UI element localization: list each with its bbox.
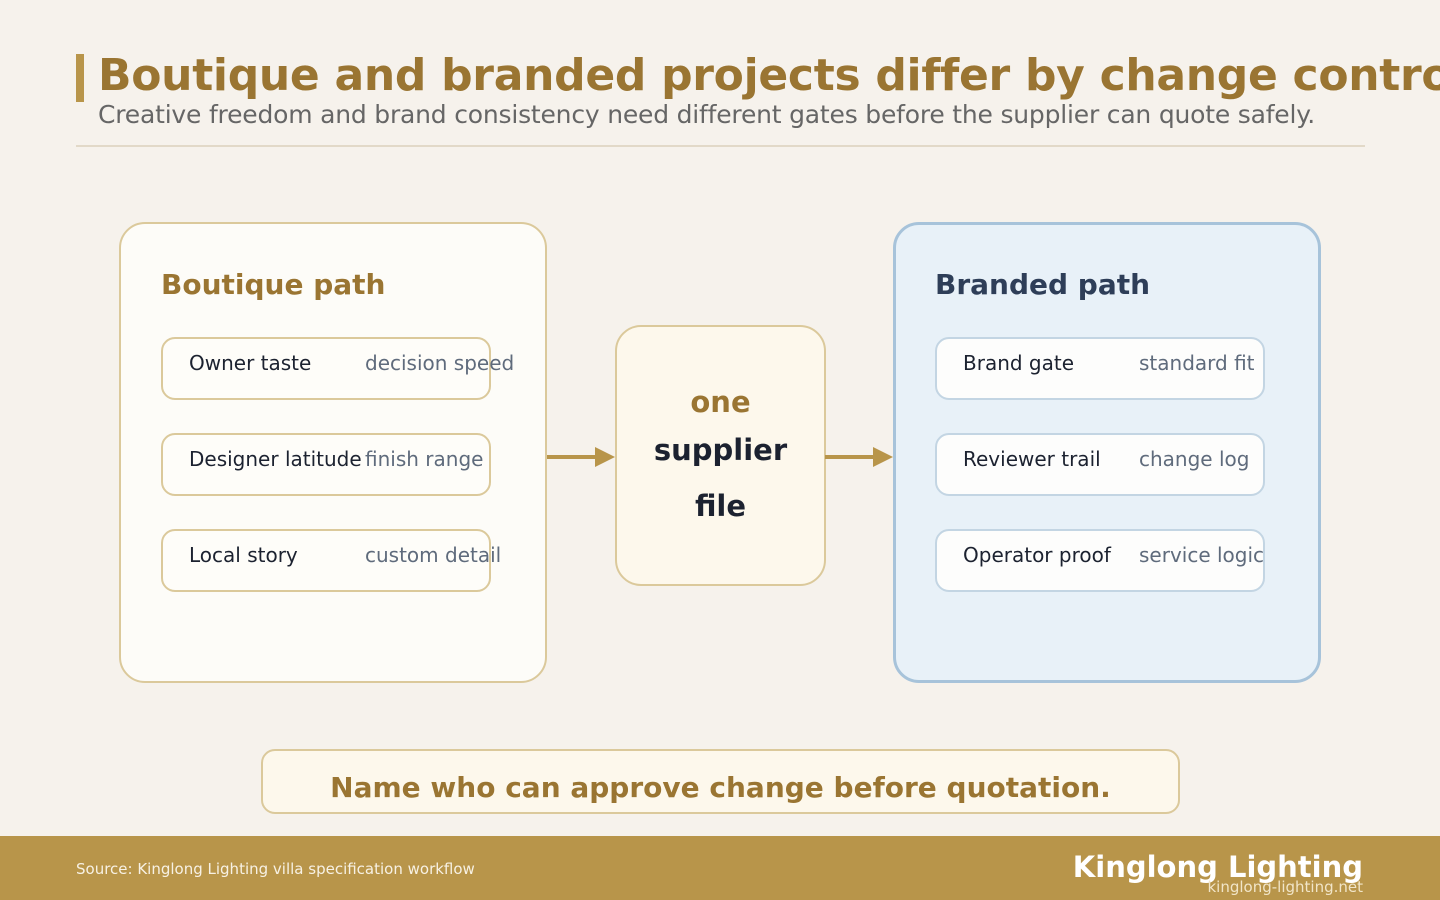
- brand-url: kinglong-lighting.net: [1207, 878, 1364, 896]
- boutique-row-local-story: Local story custom detail: [161, 529, 501, 592]
- page-title: Boutique and branded projects differ by …: [98, 50, 1440, 101]
- boutique-row-designer-latitude: Designer latitude finish range: [161, 433, 491, 496]
- approval-callout: Name who can approve change before quota…: [261, 749, 1180, 814]
- row-detail: finish range: [365, 447, 484, 471]
- row-detail: standard fit: [1139, 351, 1255, 375]
- supplier-file-box: one supplier file: [615, 325, 826, 586]
- center-line-supplier: supplier: [653, 433, 788, 467]
- row-detail: custom detail: [365, 543, 502, 567]
- row-label: Designer latitude: [189, 447, 362, 471]
- row-label: Operator proof: [963, 543, 1111, 567]
- brand-name: Kinglong Lighting: [1072, 850, 1363, 884]
- title-accent-bar: [76, 54, 84, 102]
- row-label: Reviewer trail: [963, 447, 1101, 471]
- source-note: Source: Kinglong Lighting villa specific…: [76, 860, 475, 878]
- branded-path-panel: Branded path Brand gate standard fit Rev…: [893, 222, 1321, 683]
- boutique-row-owner-taste: Owner taste decision speed: [161, 337, 514, 400]
- center-line-one: one: [690, 385, 751, 419]
- header-divider: [76, 145, 1365, 147]
- page-subtitle: Creative freedom and brand consistency n…: [98, 100, 1316, 129]
- arrow-left-to-center: [547, 447, 615, 467]
- branded-path-title: Branded path: [935, 268, 1151, 301]
- branded-row-brand-gate: Brand gate standard fit: [935, 337, 1265, 400]
- row-detail: change log: [1139, 447, 1250, 471]
- arrow-center-to-right: [825, 447, 893, 467]
- row-detail: service logic: [1139, 543, 1265, 567]
- row-label: Owner taste: [189, 351, 312, 375]
- boutique-path-title: Boutique path: [161, 268, 386, 301]
- row-label: Brand gate: [963, 351, 1075, 375]
- branded-row-operator-proof: Operator proof service logic: [935, 529, 1265, 592]
- row-label: Local story: [189, 543, 298, 567]
- row-detail: decision speed: [365, 351, 515, 375]
- boutique-path-panel: Boutique path Owner taste decision speed…: [119, 222, 547, 683]
- footer-bar: Source: Kinglong Lighting villa specific…: [0, 836, 1440, 900]
- branded-row-reviewer-trail: Reviewer trail change log: [935, 433, 1265, 496]
- callout-text: Name who can approve change before quota…: [330, 771, 1111, 804]
- center-line-file: file: [694, 489, 747, 523]
